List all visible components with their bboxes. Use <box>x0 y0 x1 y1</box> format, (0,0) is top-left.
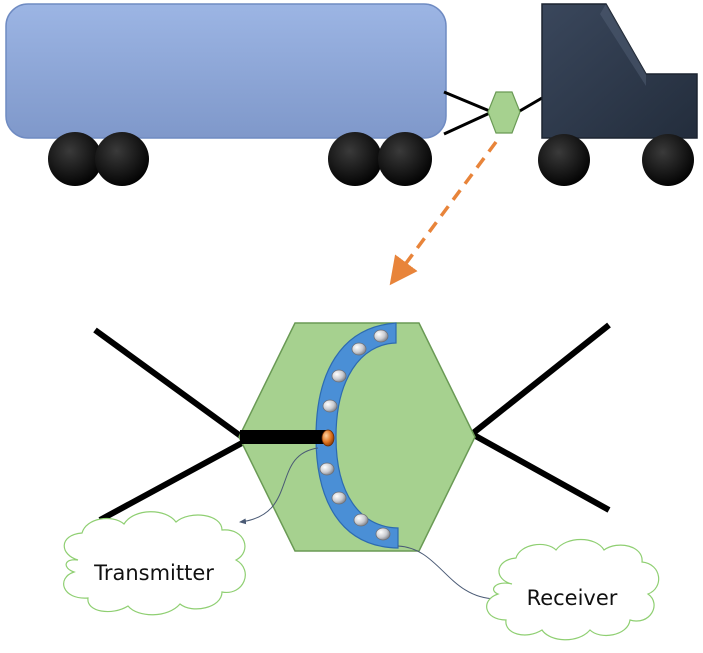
sensor-ball-4 <box>322 399 338 413</box>
trailer <box>5 3 447 139</box>
sensor-ball-1 <box>373 329 389 343</box>
receiver-cloud: Receiver <box>486 538 660 641</box>
sensor-balls <box>319 329 391 541</box>
sensor-ball-6 <box>331 491 347 505</box>
trailer-wheel-1 <box>48 132 102 186</box>
trailer-wheel-2 <box>95 132 149 186</box>
sensor-ball-2 <box>351 342 367 356</box>
receiver-connector <box>397 545 497 600</box>
left-tow-bars <box>93 327 244 523</box>
trailer-wheel-3 <box>328 132 382 186</box>
right-tow-bars <box>470 322 611 513</box>
top-hitch-hexagon <box>487 91 521 134</box>
zoom-arrow <box>389 140 498 286</box>
sensor-ball-8 <box>375 527 391 541</box>
sensor-ball-7 <box>353 513 369 527</box>
trailer-arm <box>240 430 326 444</box>
sensor-ball-5 <box>319 462 335 476</box>
transmitter-connector <box>239 447 319 525</box>
magnet-ball <box>321 429 335 447</box>
top-hitch-links <box>443 90 543 136</box>
transmitter-cloud: Transmitter <box>63 511 246 616</box>
hitch-hexagon <box>238 322 476 552</box>
truck-cab <box>541 3 698 139</box>
sensor-ball-3 <box>331 369 347 383</box>
transmitter-label: Transmitter <box>93 561 214 585</box>
cab-wheel-2 <box>642 134 694 186</box>
trailer-wheel-4 <box>378 132 432 186</box>
cab-wheels <box>538 134 694 186</box>
receiver-label: Receiver <box>527 586 618 610</box>
trailer-wheels <box>48 132 432 186</box>
cab-wheel-1 <box>538 134 590 186</box>
